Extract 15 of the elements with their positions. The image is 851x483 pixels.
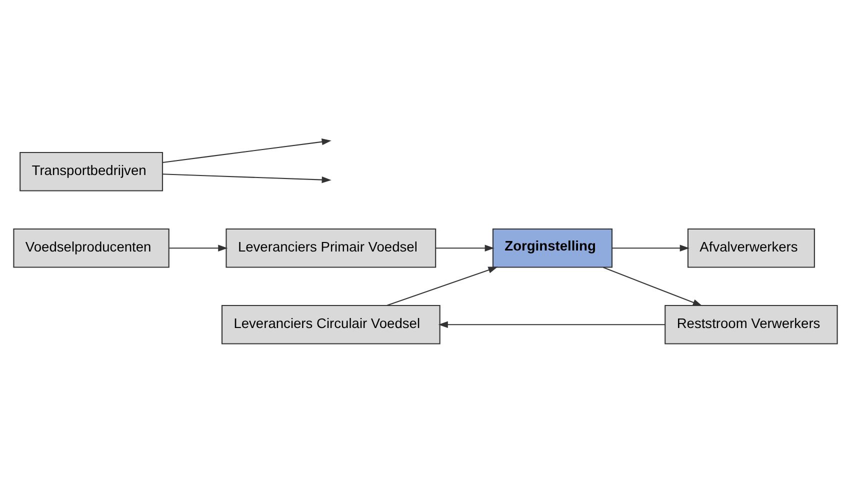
node-box: Transportbedrijven xyxy=(20,151,164,191)
arrow xyxy=(386,266,498,306)
node-box: Zorginstelling xyxy=(492,228,613,268)
node-box: Leveranciers Circulair Voedsel xyxy=(221,304,440,344)
node-box: Voedselproducenten xyxy=(13,228,170,268)
arrow xyxy=(438,320,665,328)
arrow xyxy=(612,244,690,251)
node-box: Leveranciers Primair Voedsel xyxy=(226,228,436,268)
arrow xyxy=(436,244,494,251)
arrow xyxy=(162,173,332,183)
arrow xyxy=(169,244,228,251)
arrow xyxy=(602,266,702,306)
node-box: Afvalverwerkers xyxy=(687,228,815,268)
arrow xyxy=(162,138,332,162)
node-box: Reststroom Verwerkers xyxy=(664,304,838,344)
